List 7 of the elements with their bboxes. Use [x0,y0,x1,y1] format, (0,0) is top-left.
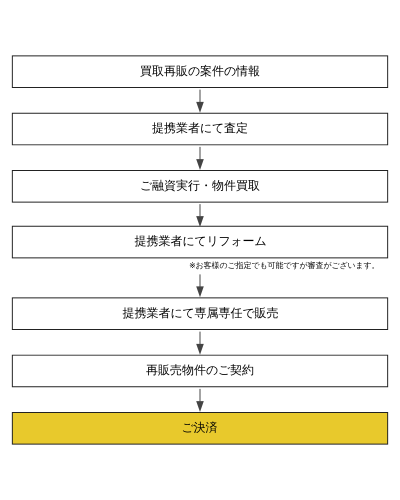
arrow [196,274,204,298]
arrow [196,204,204,227]
arrow [196,89,204,113]
node-label: ※お客様のご指定でも可能ですが審査がございます。 [189,261,380,270]
arrow [196,388,204,412]
arrow [196,331,204,355]
arrow [196,146,204,170]
